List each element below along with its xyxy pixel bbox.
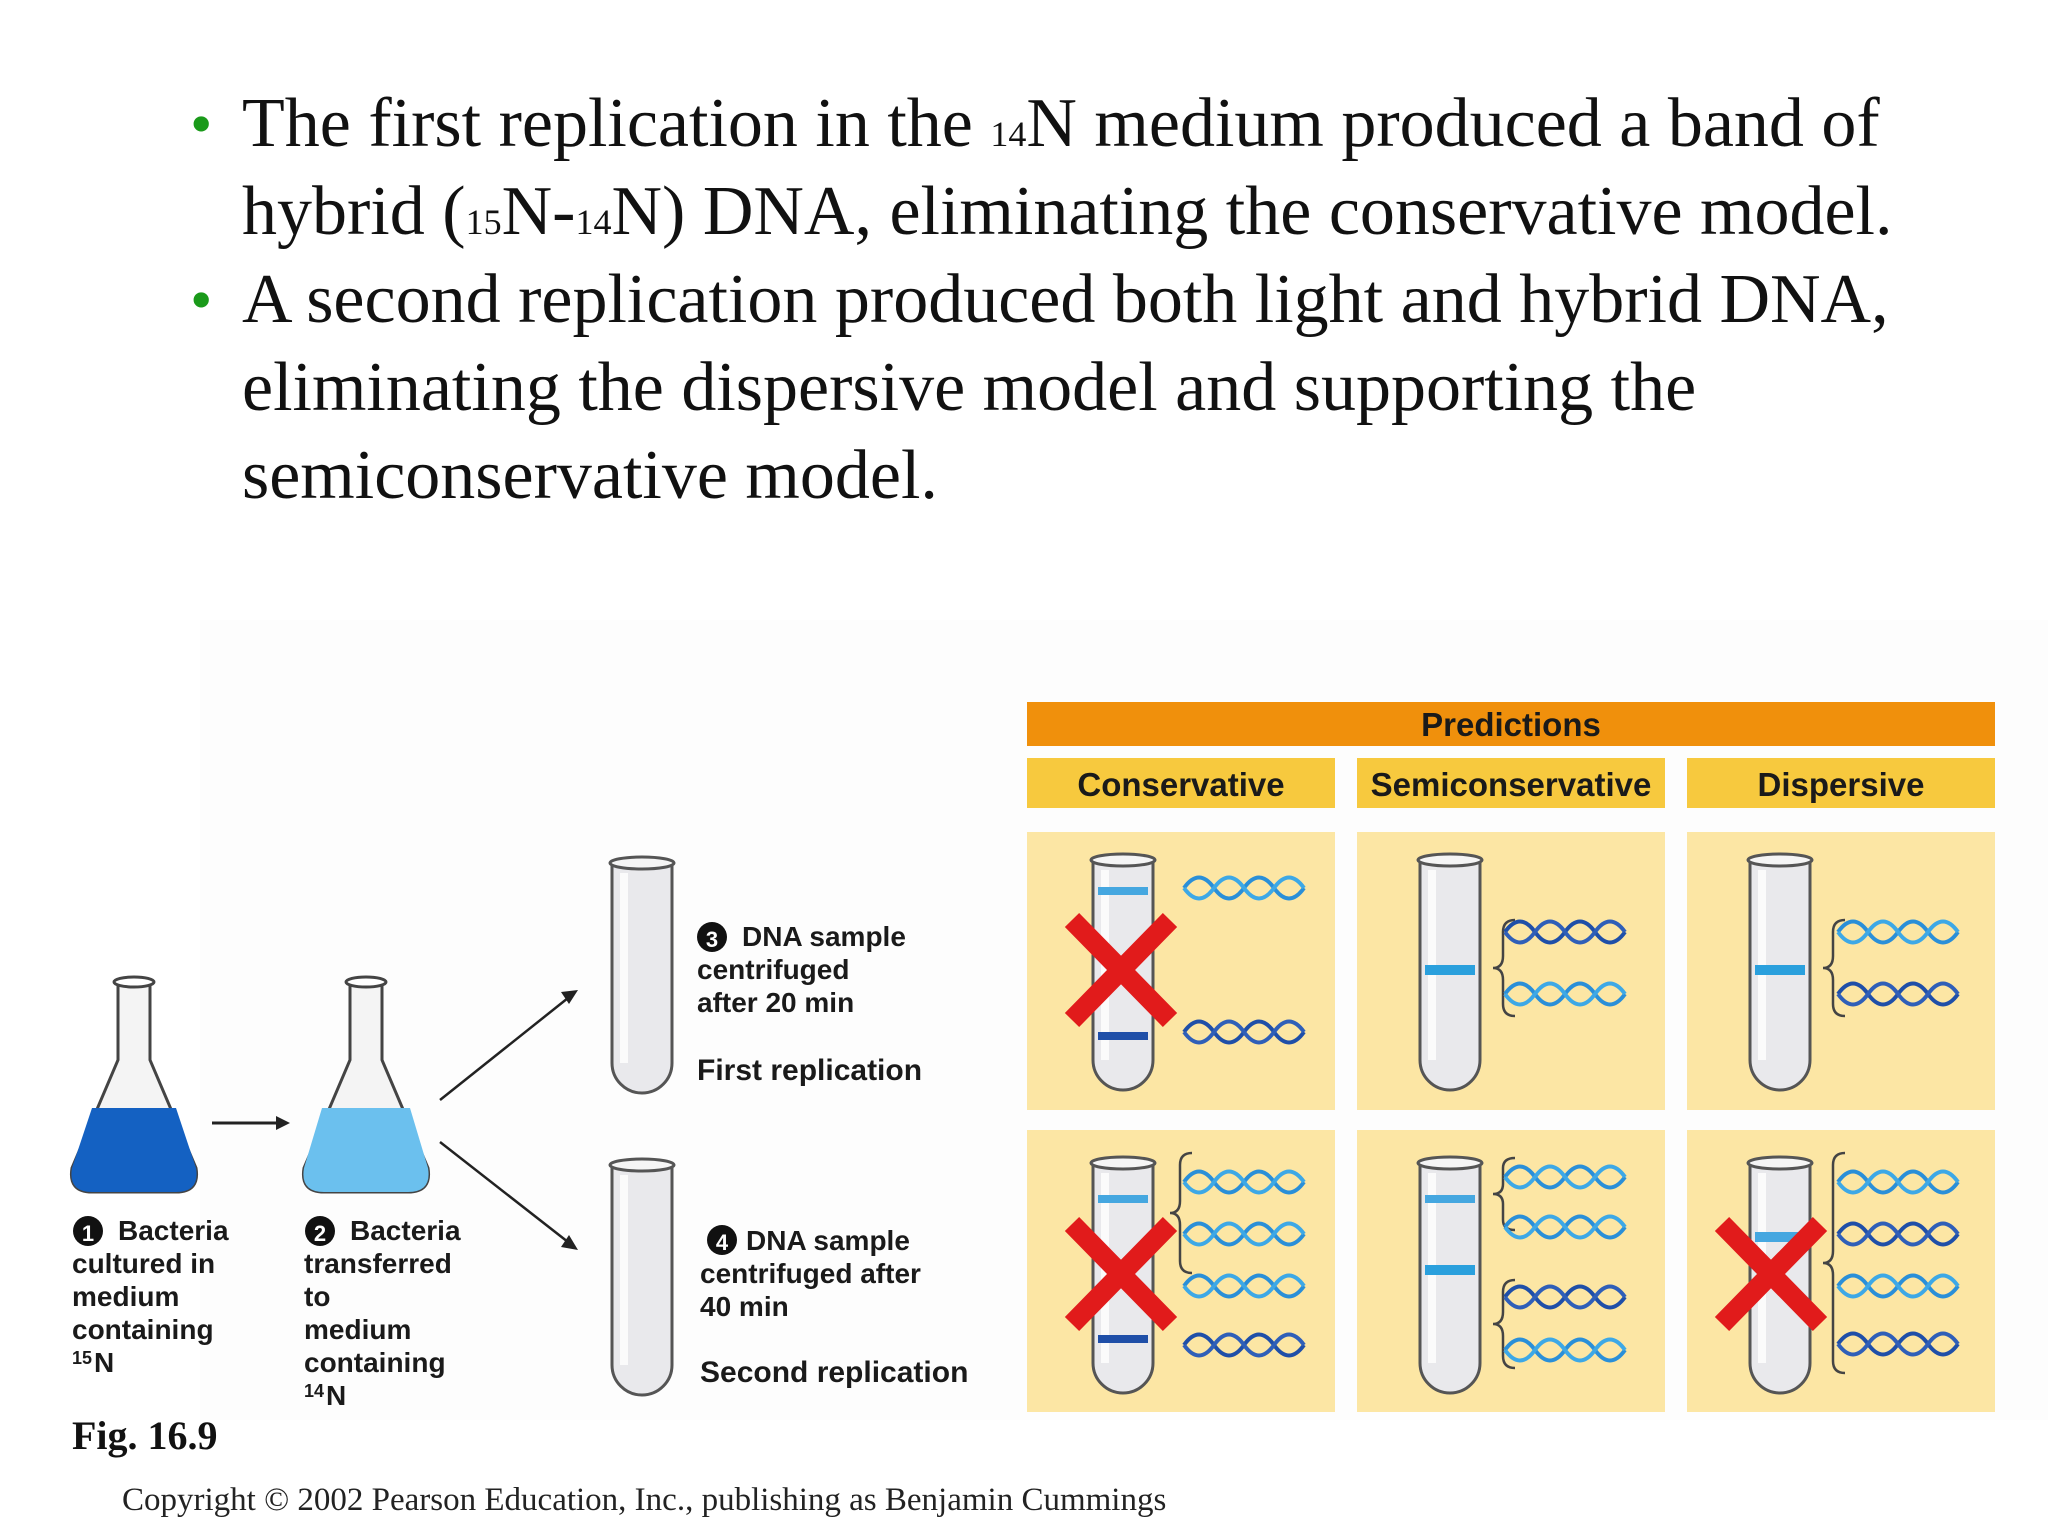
step-2-isotope-mass: 14 bbox=[304, 1381, 324, 1401]
step-1-isotope-mass: 15 bbox=[72, 1348, 92, 1368]
panel-semiconservative-1 bbox=[1357, 832, 1665, 1110]
step-2-line-3: to bbox=[304, 1281, 330, 1312]
panel-semiconservative-2 bbox=[1357, 1130, 1665, 1412]
column-dispersive: Dispersive bbox=[1758, 766, 1925, 803]
brace-icon bbox=[1169, 1151, 1193, 1275]
step-4-number: 4 bbox=[716, 1230, 729, 1255]
step-1-number: 1 bbox=[82, 1221, 94, 1246]
step-4-line-2: centrifuged after bbox=[700, 1258, 921, 1289]
bullet-2-text: A second replication produced both light… bbox=[242, 261, 1889, 514]
step-3-line-2: centrifuged bbox=[697, 954, 849, 985]
bullet-1-sup-b: 15 bbox=[465, 202, 502, 242]
bullet-1-text-a: The first replication in the bbox=[242, 85, 991, 162]
step-2-number: 2 bbox=[314, 1221, 326, 1246]
step-3-number: 3 bbox=[706, 927, 718, 952]
bullet-1: • The first replication in the 14N mediu… bbox=[190, 80, 1990, 256]
first-replication-title: First replication bbox=[697, 1054, 922, 1087]
dispersive-first-tube bbox=[1746, 852, 1960, 1092]
arrow-icon bbox=[439, 997, 569, 1101]
predictions-header: Predictions bbox=[1421, 706, 1601, 743]
meselson-stahl-diagram: Predictions Conservative Semiconservativ… bbox=[69, 620, 2048, 1420]
arrow-icon bbox=[439, 1141, 569, 1243]
bullet-list: • The first replication in the 14N mediu… bbox=[190, 80, 1990, 520]
bullet-2: • A second replication produced both lig… bbox=[190, 256, 1990, 520]
step-2-line-2: transferred bbox=[304, 1248, 452, 1279]
step-1-line-1: Bacteria bbox=[118, 1215, 229, 1246]
copyright-text: Copyright © 2002 Pearson Education, Inc.… bbox=[122, 1482, 1167, 1518]
bullet-dot-icon: • bbox=[190, 88, 213, 159]
brace-icon bbox=[1492, 1278, 1516, 1370]
column-conservative: Conservative bbox=[1077, 766, 1284, 803]
column-header-bg bbox=[1027, 758, 1335, 808]
flask-light-icon bbox=[301, 975, 431, 1194]
column-header-bg bbox=[1357, 758, 1665, 808]
bullet-1-text-c: N- bbox=[501, 173, 576, 250]
bullet-dot-icon: • bbox=[190, 264, 213, 335]
conservative-second-tube bbox=[1064, 1151, 1306, 1395]
conservative-first-tube bbox=[1064, 852, 1306, 1092]
flask-heavy-icon bbox=[69, 975, 199, 1194]
bullet-1-sup-c: 14 bbox=[575, 202, 612, 242]
bullet-1-text-b: N medium produced a band of hybrid ( bbox=[242, 85, 1880, 250]
step-1-line-4: containing bbox=[72, 1314, 214, 1345]
dispersive-second-tube bbox=[1714, 1151, 1960, 1395]
step-4-line-3: 40 min bbox=[700, 1291, 789, 1322]
semiconservative-second-tube bbox=[1416, 1155, 1627, 1395]
panel-conservative-1 bbox=[1027, 832, 1335, 1110]
bullet-1-text-d: N) DNA, eliminating the conservative mod… bbox=[611, 173, 1893, 250]
step-1-isotope: N bbox=[94, 1347, 114, 1378]
figure-label: Fig. 16.9 bbox=[72, 1413, 218, 1458]
brace-icon bbox=[1822, 1151, 1846, 1375]
step-2-line-1: Bacteria bbox=[350, 1215, 461, 1246]
brace-icon bbox=[1492, 1156, 1516, 1232]
step-1-line-2: cultured in bbox=[72, 1248, 215, 1279]
test-tube-icon bbox=[608, 855, 676, 1095]
red-x-icon bbox=[1064, 913, 1178, 1027]
column-semiconservative: Semiconservative bbox=[1371, 766, 1652, 803]
test-tube-icon bbox=[608, 1157, 676, 1397]
second-replication-title: Second replication bbox=[700, 1356, 968, 1389]
step-3-line-1: DNA sample bbox=[742, 921, 906, 952]
step-4-line-1: DNA sample bbox=[746, 1225, 910, 1256]
step-3-line-3: after 20 min bbox=[697, 987, 854, 1018]
bullet-1-sup-a: 14 bbox=[990, 114, 1027, 154]
step-2-line-4: medium bbox=[304, 1314, 411, 1345]
red-x-icon bbox=[1064, 1217, 1178, 1331]
panel-dispersive-1 bbox=[1687, 832, 1995, 1110]
brace-icon bbox=[1822, 918, 1846, 1018]
step-2-isotope: N bbox=[326, 1380, 346, 1411]
step-1-line-3: medium bbox=[72, 1281, 179, 1312]
predictions-header-bar bbox=[1027, 702, 1995, 746]
step-2-line-5: containing bbox=[304, 1347, 446, 1378]
column-header-bg bbox=[1687, 758, 1995, 808]
brace-icon bbox=[1492, 918, 1516, 1018]
semiconservative-first-tube bbox=[1416, 852, 1627, 1092]
red-x-icon bbox=[1714, 1217, 1828, 1331]
